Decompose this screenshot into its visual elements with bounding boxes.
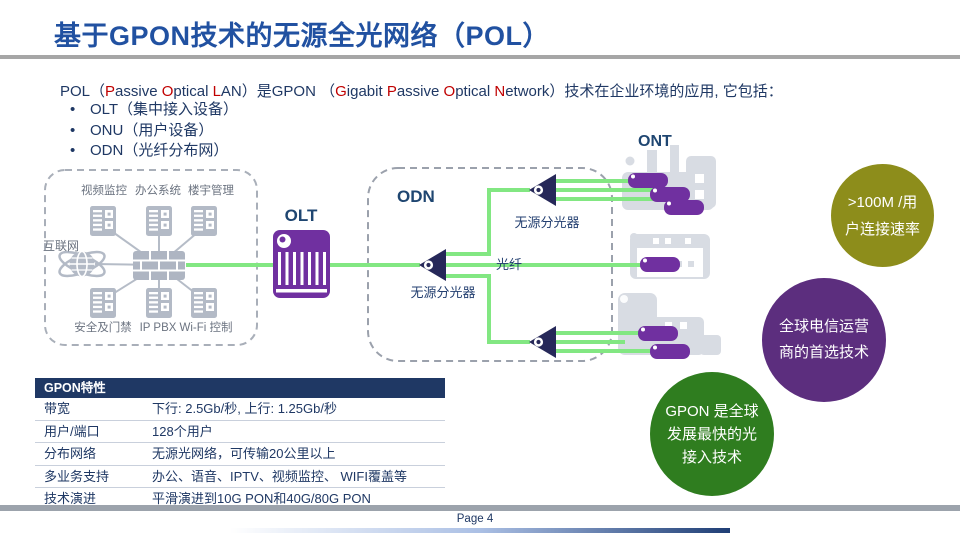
highlight-text: >100M /用 — [847, 193, 918, 211]
gpon-feature-table: GPON特性 带宽 下行: 2.5Gb/秒, 上行: 1.25Gb/秒 用户/端… — [35, 378, 445, 511]
row-value: 128个用户 — [152, 423, 213, 439]
bullet-list: OLT（集中接入设备） ONU（用户设备） ODN（光纤分布网） — [70, 100, 238, 162]
ont-device — [628, 173, 668, 188]
highlight-growth-circle: GPON 是全球 发展最快的光 接入技术 — [650, 372, 774, 496]
label-office-system: 办公系统 — [135, 183, 181, 197]
page-title: 基于GPON技术的无源全光网络（POL） — [54, 21, 551, 51]
ont-device — [638, 326, 678, 341]
ip-pbx-server-icon — [146, 288, 172, 318]
row-value: 平滑演进到10G PON和40G/80G PON — [152, 491, 371, 506]
table-header: GPON特性 — [35, 378, 445, 398]
label-odn: ODN — [397, 187, 435, 206]
table-row: 多业务支持 办公、语音、IPTV、视频监控、 WIFI覆盖等 — [35, 465, 445, 488]
row-label: 多业务支持 — [44, 468, 110, 484]
table-row: 用户/端口 128个用户 — [35, 420, 445, 443]
highlight-text: 全球电信运营 — [778, 318, 869, 335]
label-video-surveillance: 视频监控 — [81, 183, 127, 197]
row-label: 技术演进 — [44, 491, 97, 506]
label-wifi-control: Wi-Fi 控制 — [179, 320, 232, 334]
home-building-icon — [630, 233, 710, 279]
page-number: Page 4 — [456, 513, 494, 525]
highlight-text: 发展最快的光 — [666, 425, 757, 443]
building-mgmt-server-icon — [191, 206, 217, 236]
label-internet: 互联网 — [43, 239, 79, 253]
label-security-access: 安全及门禁 — [74, 320, 132, 334]
label-splitter-top: 无源分光器 — [514, 215, 579, 230]
table-row: 带宽 下行: 2.5Gb/秒, 上行: 1.25Gb/秒 — [35, 398, 445, 421]
label-ont: ONT — [638, 133, 672, 150]
ont-device — [640, 257, 680, 272]
list-item: ONU（用户设备） — [70, 121, 238, 142]
security-access-server-icon — [90, 288, 116, 318]
highlight-text: 商的首选技术 — [778, 344, 869, 361]
bullet-text: ONU（用户设备） — [90, 121, 214, 139]
highlight-text: 户连接速率 — [844, 220, 920, 238]
olt-icon — [273, 230, 330, 298]
video-surveillance-server-icon — [90, 206, 116, 236]
wifi-control-server-icon — [191, 288, 217, 318]
label-fiber: 光纤 — [496, 257, 522, 272]
highlight-speed-circle: >100M /用 户连接速率 — [831, 164, 934, 267]
optical-splitter-icon — [419, 249, 446, 281]
label-splitter-center: 无源分光器 — [410, 285, 475, 300]
ont-device — [650, 187, 690, 202]
label-ip-pbx: IP PBX — [140, 322, 177, 334]
footer-accent-bar — [230, 528, 730, 533]
row-value: 无源光网络，可传输20公里以上 — [152, 446, 336, 461]
highlight-text: 接入技术 — [681, 448, 742, 466]
list-item: OLT（集中接入设备） — [70, 100, 238, 121]
row-label: 分布网络 — [44, 446, 97, 461]
office-system-server-icon — [146, 206, 172, 236]
optical-splitter-icon — [529, 174, 556, 206]
row-value: 下行: 2.5Gb/秒, 上行: 1.25Gb/秒 — [152, 401, 337, 416]
row-label: 带宽 — [44, 401, 71, 416]
label-building-mgmt: 楼宇管理 — [188, 183, 234, 197]
bullet-text: ODN（光纤分布网） — [90, 142, 229, 159]
enterprise-zone-border — [44, 169, 258, 346]
row-label: 用户/端口 — [44, 423, 100, 439]
ont-device — [650, 344, 690, 359]
highlight-text: GPON 是全球 — [665, 402, 759, 420]
title-divider — [0, 55, 960, 59]
ont-device — [664, 200, 704, 215]
table-row: 分布网络 无源光网络，可传输20公里以上 — [35, 443, 445, 466]
intro-text: POL（Passive Optical LAN）是GPON （Gigabit P… — [60, 83, 783, 100]
bullet-text: OLT（集中接入设备） — [90, 101, 239, 118]
internet-globe-icon — [58, 250, 106, 278]
footer-divider — [0, 505, 960, 511]
highlight-operators-circle: 全球电信运营 商的首选技术 — [762, 278, 886, 402]
label-olt: OLT — [285, 206, 318, 225]
list-item: ODN（光纤分布网） — [70, 141, 238, 162]
firewall-icon — [133, 251, 185, 280]
row-value: 办公、语音、IPTV、视频监控、 WIFI覆盖等 — [152, 468, 407, 484]
optical-splitter-icon — [529, 326, 556, 358]
